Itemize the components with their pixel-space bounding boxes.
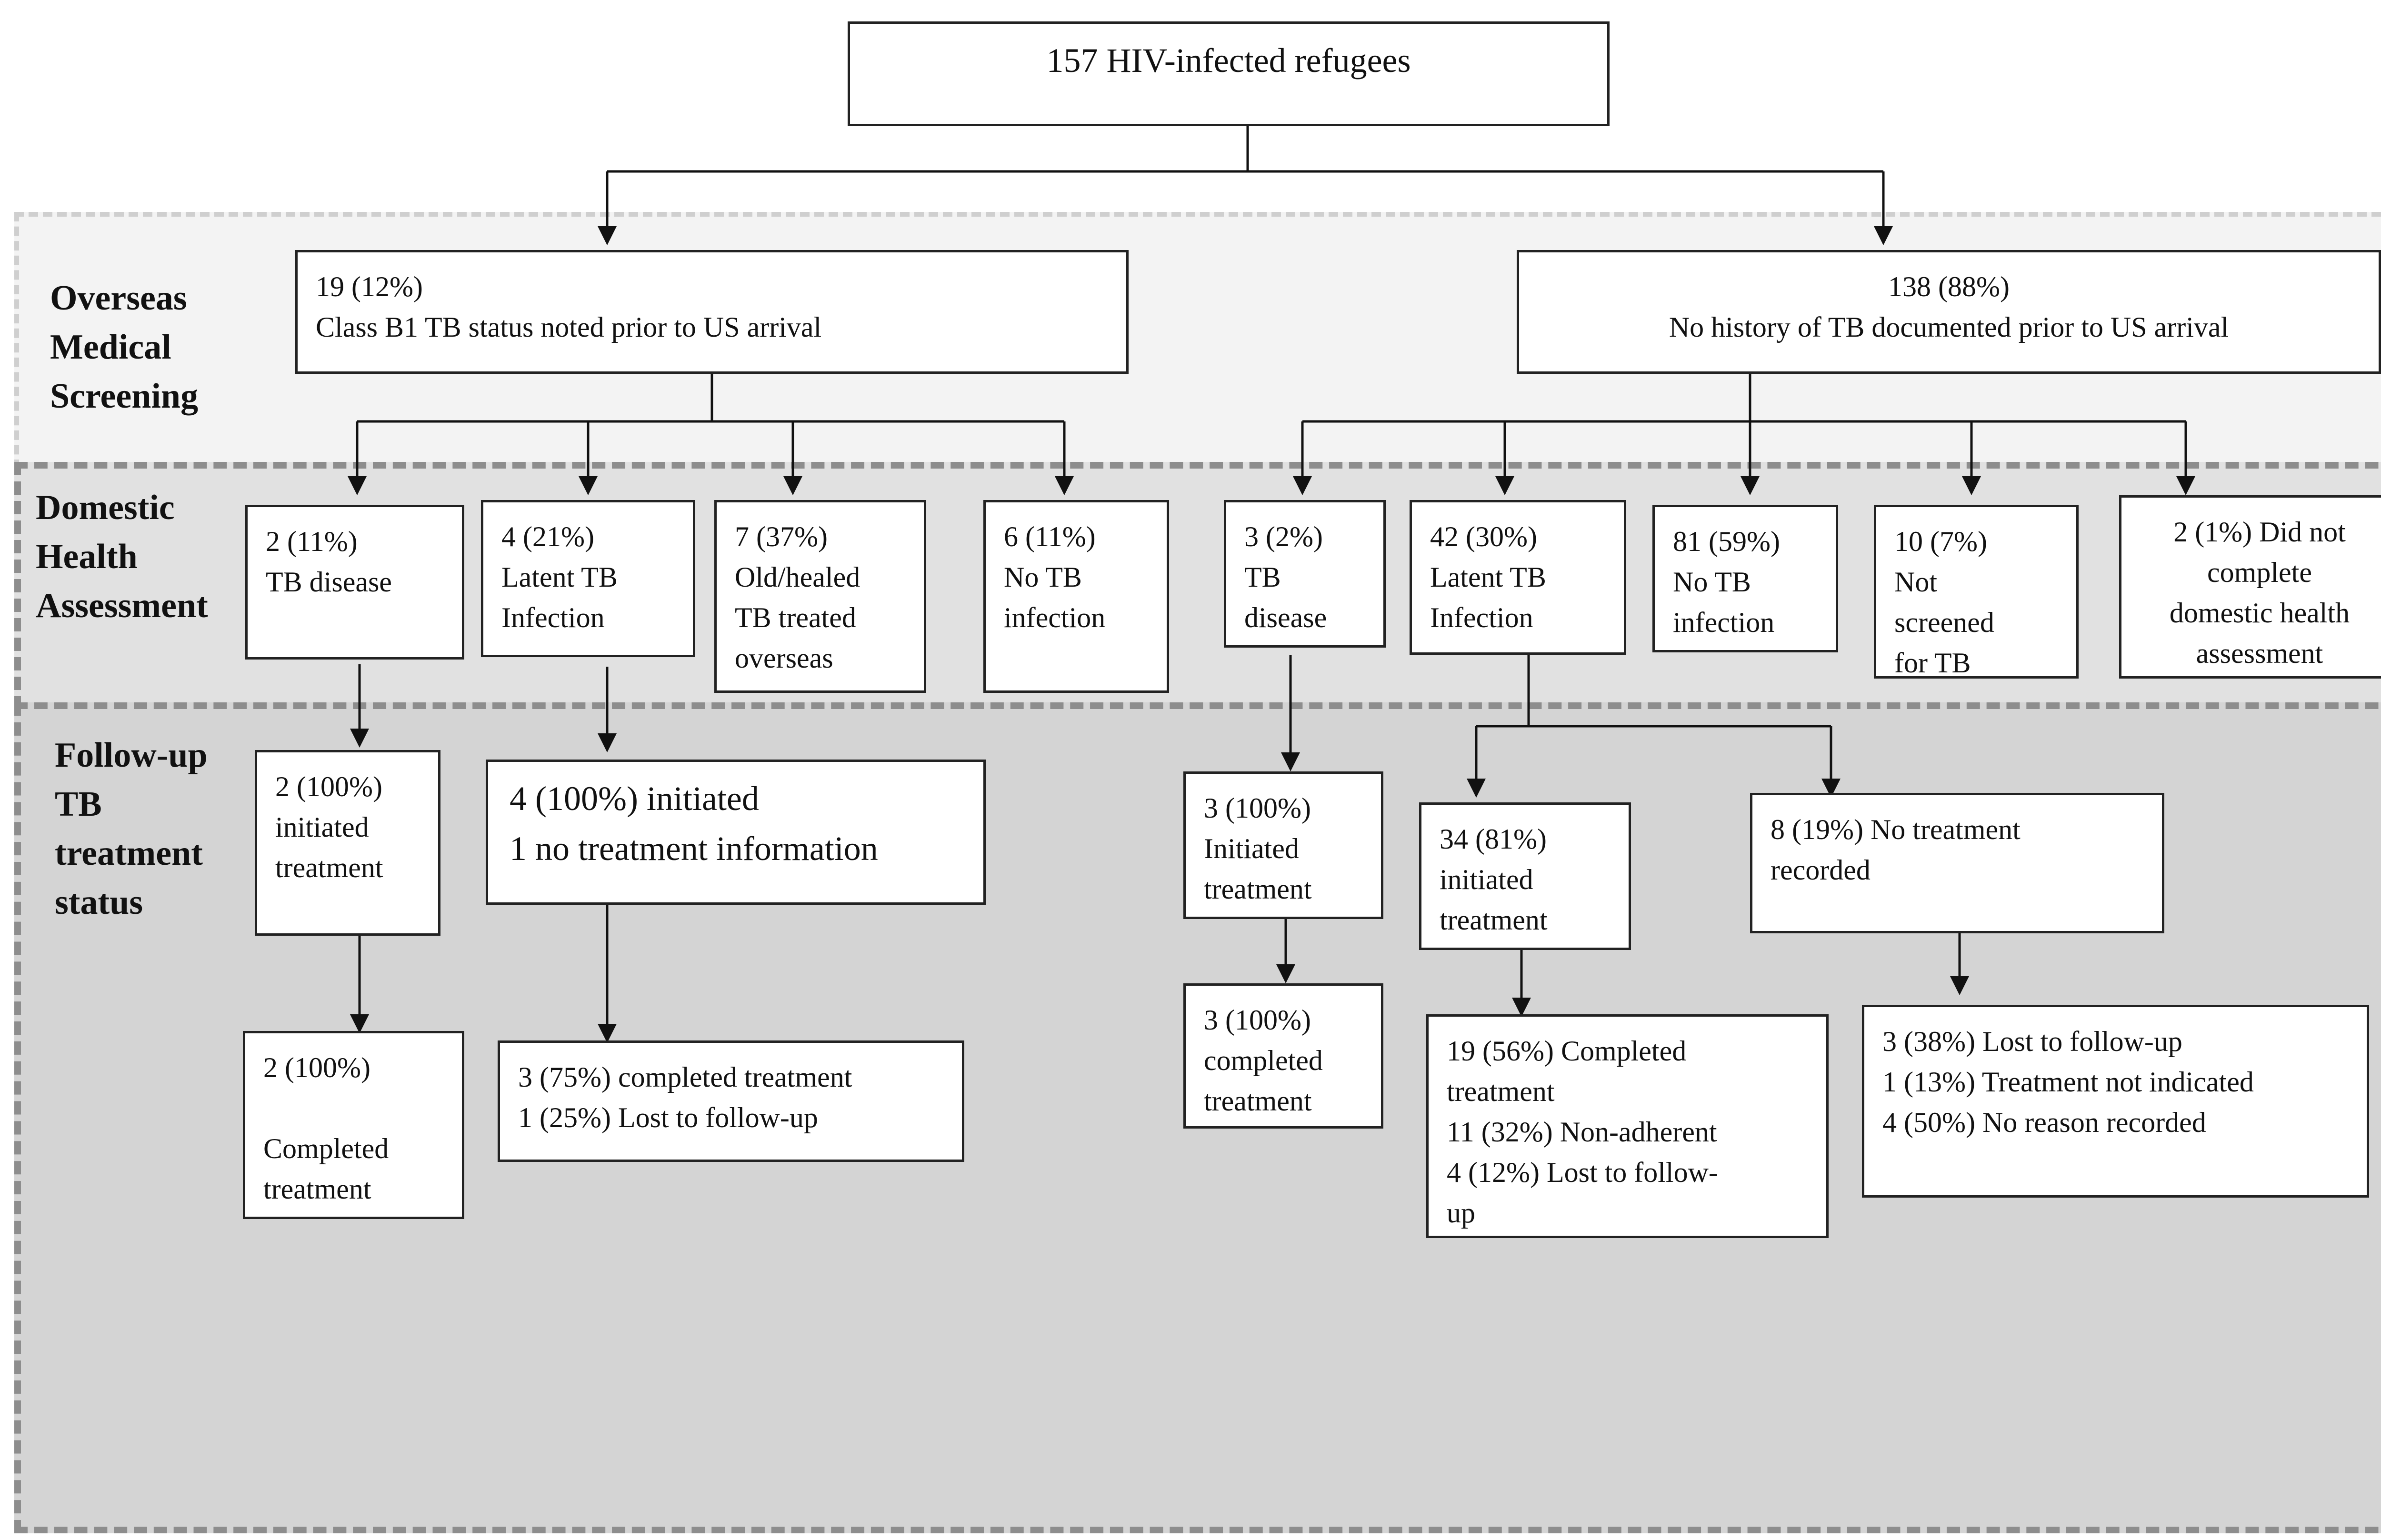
root-node: 157 HIV-infected refugees (848, 21, 1610, 126)
b1-ltbi-outcome-node: 3 (75%) completed treatment 1 (25%) Lost… (498, 1040, 964, 1162)
b1-ltbi-initiated-node: 4 (100%) initiated 1 no treatment inform… (486, 760, 986, 905)
nh-ltbi-initiated-node: 34 (81%) initiated treatment (1419, 802, 1631, 950)
nh-tb-disease-node: 3 (2%) TB disease (1224, 500, 1386, 648)
nh-not-screened-node: 10 (7%) Not screened for TB (1874, 505, 2079, 679)
nh-ltbi-no-treatment-outcome-node: 3 (38%) Lost to follow-up 1 (13%) Treatm… (1862, 1005, 2369, 1198)
nh-tb-initiated-node: 3 (100%) Initiated treatment (1183, 771, 1383, 919)
b1-tb-initiated-node: 2 (100%) initiated treatment (255, 750, 440, 936)
b1-tb-completed-node: 2 (100%) Completed treatment (243, 1031, 464, 1219)
nh-no-tb-infection-node: 81 (59%) No TB infection (1652, 505, 1838, 652)
nh-no-dha-node: 2 (1%) Did not complete domestic health … (2119, 495, 2381, 679)
section-label-overseas: Overseas Medical Screening (50, 279, 199, 416)
connector-nohist (1302, 371, 2186, 423)
nh-latent-tb-node: 42 (30%) Latent TB Infection (1410, 500, 1626, 655)
b1-tb-disease-node: 2 (11%) TB disease (245, 505, 464, 660)
b1-latent-tb-node: 4 (21%) Latent TB Infection (481, 500, 695, 657)
nh-ltbi-outcome-node: 19 (56%) Completed treatment 11 (32%) No… (1426, 1014, 1829, 1238)
connector-root (607, 126, 1883, 173)
b1-old-healed-tb-node: 7 (37%) Old/healed TB treated overseas (714, 500, 926, 693)
nh-ltbi-no-treatment-node: 8 (19%) No treatment recorded (1750, 793, 2164, 933)
connector-b1 (357, 371, 1064, 423)
section-label-domestic: Domestic Health Assessment (36, 488, 208, 625)
b1-no-tb-infection-node: 6 (11%) No TB infection (983, 500, 1169, 693)
nh-tb-completed-node: 3 (100%) completed treatment (1183, 983, 1383, 1129)
no-history-node: 138 (88%) No history of TB documented pr… (1517, 250, 2381, 374)
section-label-followup: Follow-up TB treatment status (55, 736, 208, 922)
connector-nh-ltbi (1476, 655, 1831, 728)
class-b1-node: 19 (12%) Class B1 TB status noted prior … (295, 250, 1129, 374)
